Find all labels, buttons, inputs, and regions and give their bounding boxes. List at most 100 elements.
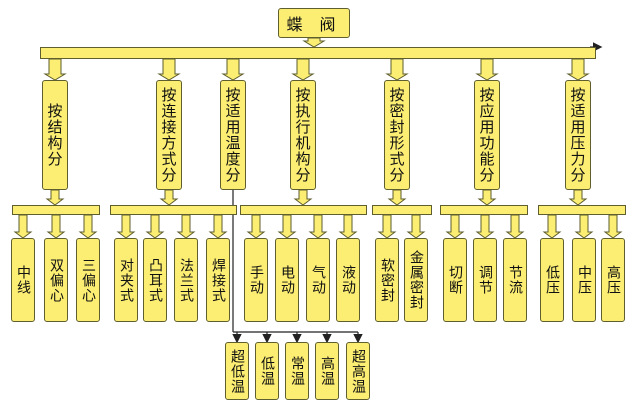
category-node-7: 按适用压力分 bbox=[565, 80, 591, 190]
leaf-node-5-2: 金属密封 bbox=[404, 238, 428, 322]
sub-bar-7 bbox=[538, 205, 626, 215]
leaf-node-7-3: 高压 bbox=[601, 238, 625, 322]
leaf-connector-2-4 bbox=[208, 214, 228, 239]
leaf-label-7-3: 高压 bbox=[605, 265, 621, 295]
leaf-label-7-2: 中压 bbox=[576, 265, 592, 295]
leaf-connector-5-1 bbox=[377, 214, 397, 239]
leaf-node-5-1: 软密封 bbox=[375, 238, 399, 322]
leaf-node-4-3: 气动 bbox=[306, 238, 330, 322]
root-node: 蝶 阀 bbox=[278, 8, 350, 38]
leaf-label-2-2: 凸耳式 bbox=[147, 257, 163, 303]
category-node-5: 按密封形式分 bbox=[384, 80, 410, 190]
leaf-node-1-2: 双偏心 bbox=[44, 238, 68, 322]
leaf-node-6-1: 切断 bbox=[443, 238, 467, 322]
category-node-4: 按执行机构分 bbox=[290, 80, 316, 190]
leaf-connector-2-2 bbox=[145, 214, 165, 239]
leaf-label-2-4: 焊接式 bbox=[210, 257, 226, 303]
category-node-6: 按应用功能分 bbox=[474, 80, 500, 190]
leaf-node-6-3: 节流 bbox=[503, 238, 527, 322]
leaf-label-3-1: 超低温 bbox=[229, 348, 245, 394]
leaf-connector-1-3 bbox=[78, 214, 98, 239]
category-node-2: 按连接方式分 bbox=[156, 80, 182, 190]
root-label: 蝶 阀 bbox=[286, 15, 342, 34]
leaf-node-7-1: 低压 bbox=[540, 238, 564, 322]
leaf-node-1-1: 中线 bbox=[11, 238, 35, 322]
leaf-connector-7-2 bbox=[574, 214, 594, 239]
leaf-label-6-2: 调节 bbox=[477, 265, 493, 295]
leaf-node-6-2: 调节 bbox=[473, 238, 497, 322]
leaf-label-7-1: 低压 bbox=[544, 265, 560, 295]
category-connector-1 bbox=[43, 58, 67, 81]
category-node-3: 按适用温度分 bbox=[220, 80, 246, 190]
leaf-label-2-3: 法兰式 bbox=[178, 257, 194, 303]
sub-bar-5 bbox=[372, 205, 432, 215]
leaf-label-4-2: 电动 bbox=[279, 265, 295, 295]
category-connector-6 bbox=[475, 58, 499, 81]
leaf-node-2-4: 焊接式 bbox=[206, 238, 230, 322]
leaf-node-1-3: 三偏心 bbox=[76, 238, 100, 322]
category-label-5: 按密封形式分 bbox=[387, 87, 406, 183]
leaf-connector-1-1 bbox=[13, 214, 33, 239]
category-label-3: 按适用温度分 bbox=[223, 87, 242, 183]
leaf-connector-5-2 bbox=[406, 214, 426, 239]
leaf-node-4-2: 电动 bbox=[275, 238, 299, 322]
leaf-node-7-2: 中压 bbox=[572, 238, 596, 322]
leaf-label-3-2: 低温 bbox=[259, 356, 275, 386]
leaf-connector-6-3 bbox=[505, 214, 525, 239]
leaf-label-5-2: 金属密封 bbox=[408, 250, 424, 310]
leaf-node-3-4: 高温 bbox=[315, 342, 339, 400]
category-label-1: 按结构分 bbox=[45, 103, 64, 167]
sub-bar-6 bbox=[440, 205, 528, 215]
leaf-node-3-2: 低温 bbox=[255, 342, 279, 400]
category-connector-7 bbox=[566, 58, 590, 81]
sub-bar-2 bbox=[110, 205, 237, 215]
category-down-arrow-6 bbox=[477, 189, 497, 206]
category-connector-4 bbox=[291, 58, 315, 81]
category-connector-3 bbox=[221, 58, 245, 81]
category-node-1: 按结构分 bbox=[42, 80, 68, 190]
leaf-label-3-5: 超高温 bbox=[350, 348, 366, 394]
category-connector-2 bbox=[157, 58, 181, 81]
leaf-connector-2-3 bbox=[176, 214, 196, 239]
leaf-label-4-1: 手动 bbox=[248, 265, 264, 295]
leaf-connector-2-1 bbox=[116, 214, 136, 239]
category-connector-5 bbox=[385, 58, 409, 81]
leaf-label-1-2: 双偏心 bbox=[48, 257, 64, 303]
category-down-arrow-1 bbox=[45, 189, 65, 206]
leaf-label-1-3: 三偏心 bbox=[80, 257, 96, 303]
category-label-4: 按执行机构分 bbox=[293, 87, 312, 183]
leaf-node-3-3: 常温 bbox=[285, 342, 309, 400]
category-down-arrow-4 bbox=[293, 189, 313, 206]
leaf-node-2-2: 凸耳式 bbox=[143, 238, 167, 322]
leaf-label-5-1: 软密封 bbox=[379, 257, 395, 303]
leaf-label-3-3: 常温 bbox=[289, 356, 305, 386]
category-down-arrow-7 bbox=[568, 189, 588, 206]
leaf-connector-4-1 bbox=[246, 214, 266, 239]
leaf-connector-6-2 bbox=[475, 214, 495, 239]
category-down-arrow-5 bbox=[387, 189, 407, 206]
root-connector bbox=[302, 37, 326, 48]
leaf-label-6-3: 节流 bbox=[507, 265, 523, 295]
leaf-node-4-1: 手动 bbox=[244, 238, 268, 322]
leaf-label-6-1: 切断 bbox=[447, 265, 463, 295]
category-label-6: 按应用功能分 bbox=[477, 87, 496, 183]
sub-bar-4 bbox=[240, 205, 367, 215]
leaf-node-3-1: 超低温 bbox=[225, 342, 249, 400]
leaf-label-3-4: 高温 bbox=[319, 356, 335, 386]
leaf-label-4-3: 气动 bbox=[310, 265, 326, 295]
leaf-connector-7-3 bbox=[603, 214, 623, 239]
main-distribution-bar bbox=[40, 47, 596, 59]
sub-bar-1 bbox=[12, 205, 100, 215]
leaf-connector-6-1 bbox=[445, 214, 465, 239]
category-label-7: 按适用压力分 bbox=[568, 87, 587, 183]
leaf-node-2-3: 法兰式 bbox=[174, 238, 198, 322]
leaf-connector-4-2 bbox=[277, 214, 297, 239]
leaf-node-2-1: 对夹式 bbox=[114, 238, 138, 322]
leaf-node-3-5: 超高温 bbox=[346, 342, 370, 400]
leaf-connector-4-3 bbox=[308, 214, 328, 239]
leaf-connector-1-2 bbox=[46, 214, 66, 239]
leaf-label-1-1: 中线 bbox=[15, 265, 31, 295]
leaf-label-2-1: 对夹式 bbox=[118, 257, 134, 303]
